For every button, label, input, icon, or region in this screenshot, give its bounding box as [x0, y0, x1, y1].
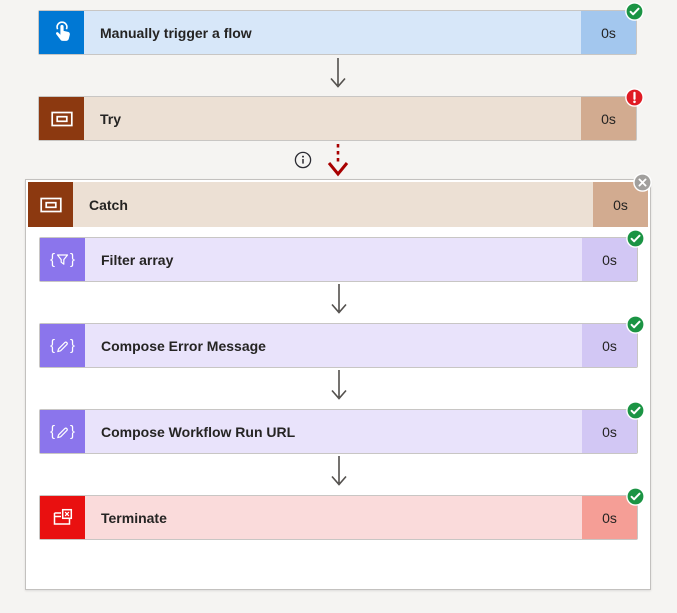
manual-trigger-icon [39, 11, 84, 54]
action-card-terminate[interactable]: Terminate 0s [39, 487, 645, 540]
down-arrow-icon [328, 58, 348, 100]
close-icon[interactable] [633, 173, 652, 192]
action-card-compose-workflow-run-url[interactable]: { } Compose Workflow Run URL 0s [39, 401, 645, 454]
success-check-icon [625, 2, 644, 21]
node-duration: 0s [593, 182, 648, 227]
filter-array-icon: { } [40, 238, 85, 281]
trigger-card-manually-trigger-a-flow[interactable]: Manually trigger a flow 0s [38, 2, 644, 55]
terminate-icon [40, 496, 85, 539]
success-check-icon [626, 229, 645, 248]
node-label: Try [84, 97, 581, 140]
node-label: Compose Error Message [85, 324, 582, 367]
error-exclamation-icon [625, 88, 644, 107]
scope-icon [28, 182, 73, 227]
success-check-icon [626, 401, 645, 420]
node-label: Compose Workflow Run URL [85, 410, 582, 453]
node-label: Terminate [85, 496, 582, 539]
node-duration: 0s [582, 324, 637, 367]
node-duration: 0s [582, 410, 637, 453]
down-arrow-icon [329, 370, 349, 412]
action-card-filter-array[interactable]: { } Filter array 0s [39, 229, 645, 282]
down-arrow-icon [329, 284, 349, 326]
node-duration: 0s [581, 11, 636, 54]
success-check-icon [626, 315, 645, 334]
success-check-icon [626, 487, 645, 506]
scope-card-try[interactable]: Try 0s [38, 88, 644, 141]
compose-icon: { } [40, 324, 85, 367]
action-card-compose-error-message[interactable]: { } Compose Error Message 0s [39, 315, 645, 368]
compose-icon: { } [40, 410, 85, 453]
node-label: Catch [73, 182, 593, 227]
failure-path-dashed-arrow-icon [326, 144, 350, 183]
down-arrow-icon [329, 456, 349, 498]
node-duration: 0s [582, 238, 637, 281]
node-duration: 0s [582, 496, 637, 539]
node-label: Manually trigger a flow [84, 11, 581, 54]
node-duration: 0s [581, 97, 636, 140]
info-icon[interactable] [293, 150, 313, 170]
scope-card-catch[interactable]: Catch 0s [28, 173, 652, 227]
node-label: Filter array [85, 238, 582, 281]
scope-icon [39, 97, 84, 140]
catch-scope-container: Catch 0s { } Filter array 0s { } Compose… [25, 173, 652, 590]
